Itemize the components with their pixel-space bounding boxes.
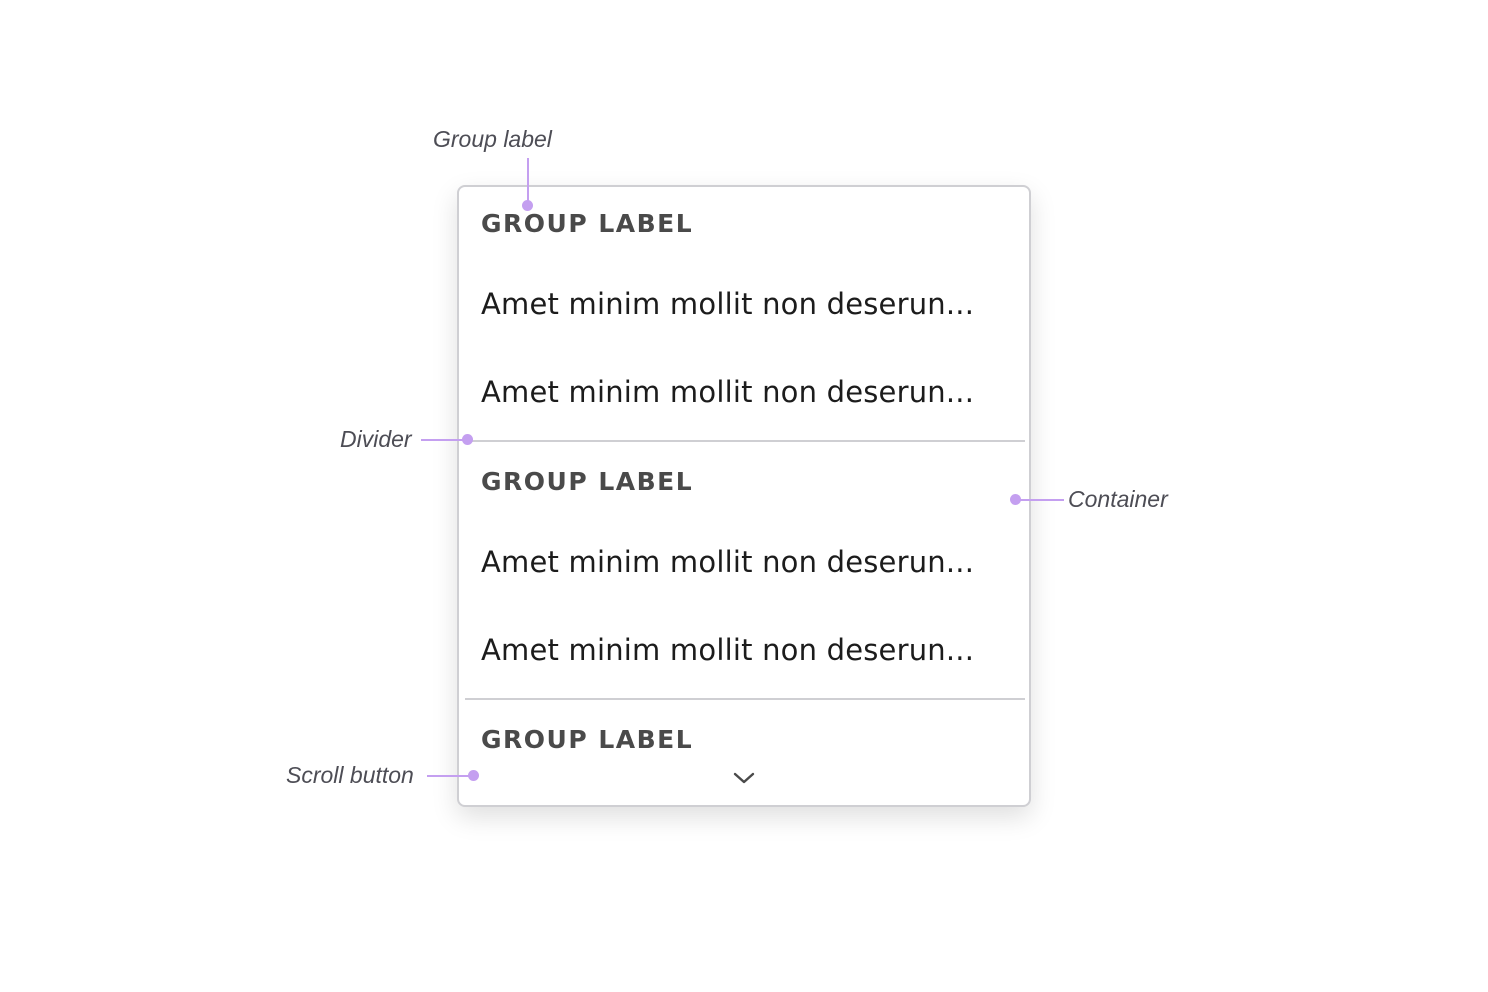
group-label: GROUP LABEL (481, 725, 694, 754)
annotation-leader (427, 775, 473, 777)
annotation-container: Container (1068, 486, 1168, 512)
annotation-leader (1018, 499, 1064, 501)
annotation-scroll-button: Scroll button (286, 762, 414, 788)
annotation-marker (522, 200, 533, 211)
annotation-leader (527, 158, 529, 205)
list-option[interactable]: Amet minim mollit non deserun... (481, 287, 975, 321)
listbox-container: GROUP LABEL Amet minim mollit non deseru… (457, 185, 1031, 807)
annotation-leader (421, 439, 467, 441)
divider (465, 440, 1025, 442)
annotation-divider: Divider (340, 426, 412, 452)
scroll-button[interactable] (459, 749, 1029, 805)
group-label: GROUP LABEL (481, 467, 694, 496)
divider (465, 698, 1025, 700)
annotation-marker (468, 770, 479, 781)
group-label: GROUP LABEL (481, 209, 694, 238)
annotation-group-label: Group label (433, 126, 552, 152)
annotation-marker (462, 434, 473, 445)
annotation-marker (1010, 494, 1021, 505)
list-option[interactable]: Amet minim mollit non deserun... (481, 633, 975, 667)
list-option[interactable]: Amet minim mollit non deserun... (481, 375, 975, 409)
chevron-down-icon (733, 769, 755, 785)
list-option[interactable]: Amet minim mollit non deserun... (481, 545, 975, 579)
